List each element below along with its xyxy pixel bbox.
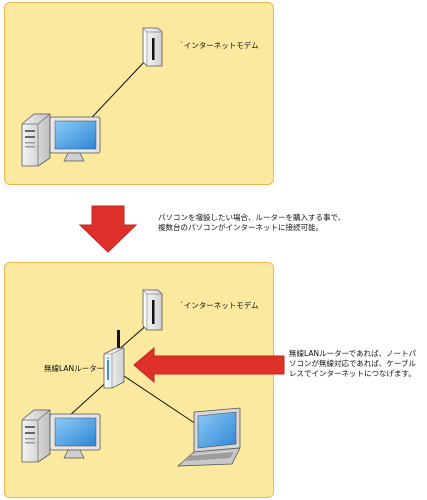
laptop-icon (176, 407, 241, 467)
caption-text: パソコンを増設したい場合、ルーターを購入する事で、 複数台のパソコンがインターネ… (158, 213, 346, 232)
router-label: 無線LANルーター (44, 364, 105, 373)
cable-line (115, 322, 150, 353)
modem-icon (142, 27, 163, 67)
wireless-router-icon (103, 330, 125, 389)
desktop-pc-icon (21, 409, 101, 463)
desktop-pc-icon (21, 113, 101, 167)
modem-label: `インターネットモデム (180, 41, 259, 50)
down-arrow-icon (78, 205, 138, 253)
left-arrow-icon (133, 346, 285, 384)
wireless-link-line (114, 369, 203, 429)
modem-label: `インターネットモデム (180, 301, 259, 310)
modem-icon (142, 289, 163, 331)
callout-text: 無線LANルーターであれば、ノートパソコンが無線対応であれば、ケーブルレスでイン… (289, 349, 417, 378)
